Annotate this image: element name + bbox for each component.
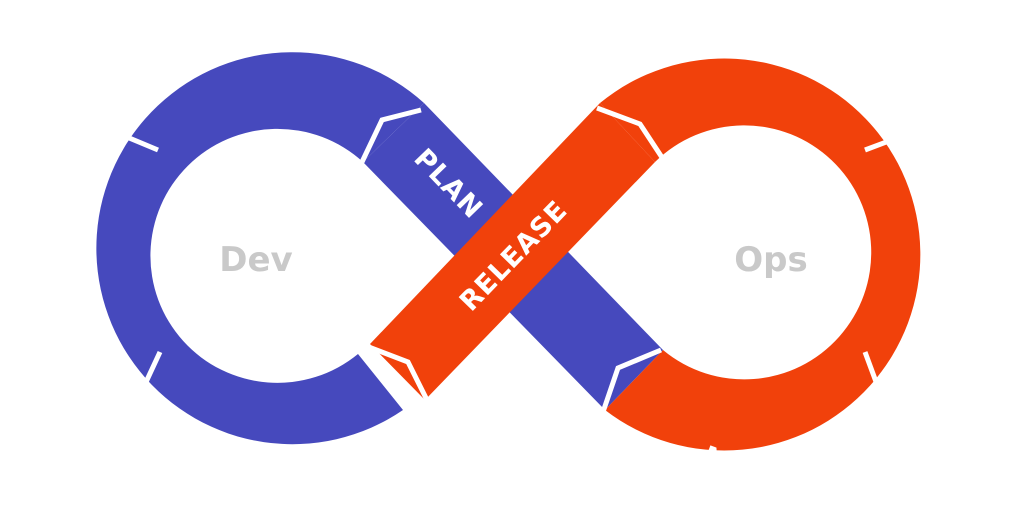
- dev-arc-segment: [96, 52, 424, 445]
- stage-label-operate: OPERATE: [951, 198, 982, 343]
- divider-monitor: [600, 347, 662, 413]
- divider-deploy-operate: [864, 93, 933, 153]
- divider-release-top: [596, 105, 668, 164]
- ops-loop: [370, 58, 921, 451]
- ops-arc-segment: [600, 58, 921, 451]
- divider-plan: [359, 107, 422, 164]
- divider-code-build: [91, 94, 159, 153]
- divider-build-test: [96, 350, 163, 417]
- stage-label-code: CODE: [213, 9, 309, 45]
- stage-label-test: TEST: [235, 484, 316, 512]
- stage-dividers: [91, 93, 933, 417]
- stage-label-build: BUILD: [63, 221, 94, 318]
- release-band-segment: [370, 103, 655, 400]
- dev-center-label: Dev: [219, 240, 292, 280]
- ops-center-label: Ops: [734, 240, 807, 280]
- stage-label-monitor: MONITOR: [699, 440, 851, 486]
- divider-release-bottom: [365, 343, 431, 404]
- divider-operate-monitor: [862, 351, 929, 415]
- dev-loop: [96, 52, 663, 445]
- stage-label-deploy: DEPLOY: [697, 12, 833, 54]
